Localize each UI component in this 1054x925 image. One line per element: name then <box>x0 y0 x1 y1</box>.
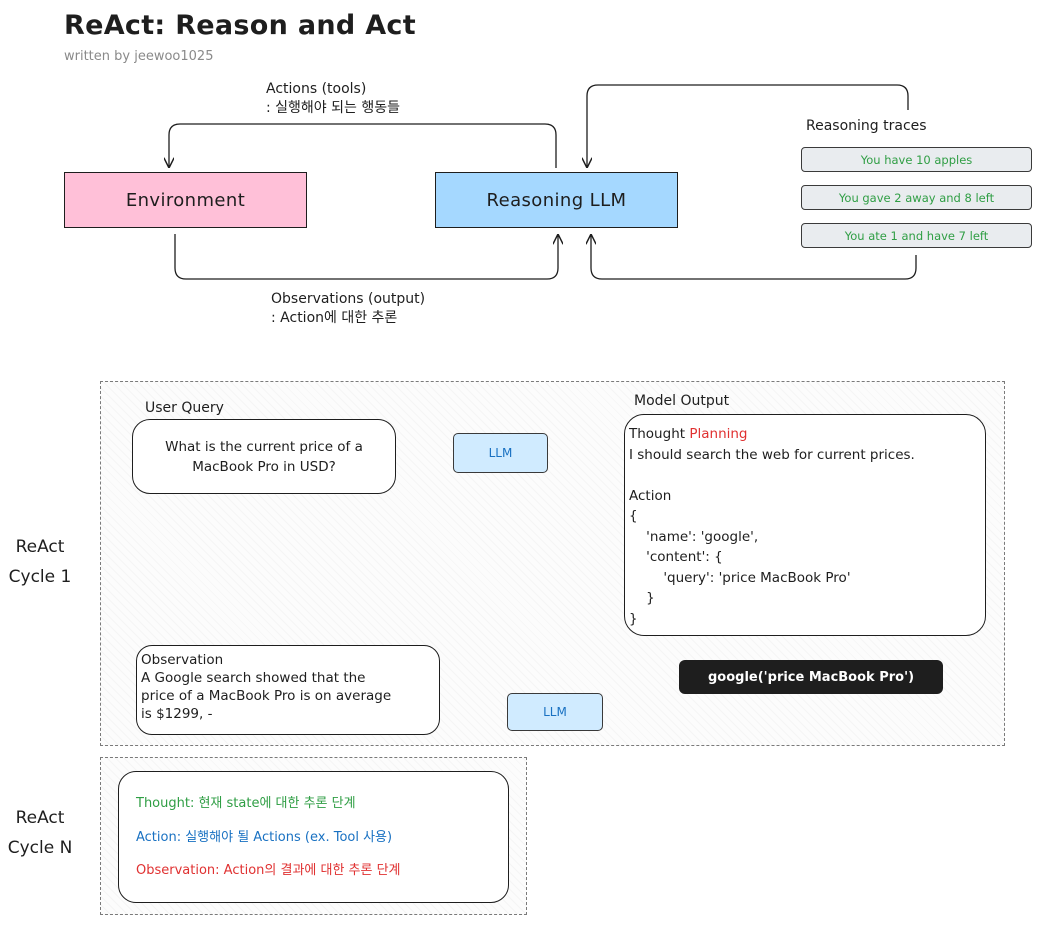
observations-label-line-1: Observations (output) <box>271 291 426 307</box>
cycle-n-side-label-line-2: Cycle N <box>7 838 73 858</box>
cycle-n-box: Thought: 현재 state에 대한 추론 단계 Action: 실행해야… <box>118 771 509 903</box>
cycle-1-side-label-line-1: ReAct <box>15 537 65 557</box>
output-line-6: 'content': { <box>629 549 723 565</box>
reasoning-top-arrow <box>587 84 909 168</box>
page-title: ReAct: Reason and Act <box>64 10 416 41</box>
actions-label-line-2: : 실행해야 되는 행동들 <box>266 100 400 116</box>
model-output-label: Model Output <box>634 393 730 409</box>
cycle-n-thought: Thought: 현재 state에 대한 추론 단계 <box>136 796 356 811</box>
reasoning-trace-3: You ate 1 and have 7 left <box>801 223 1032 248</box>
thought-word: Thought <box>629 426 686 442</box>
reasoning-traces-title: Reasoning traces <box>806 118 927 134</box>
observation-line-2: A Google search showed that the <box>141 670 366 686</box>
output-line-1: I should search the web for current pric… <box>629 446 915 463</box>
observation-line-3: price of a MacBook Pro is on average <box>141 688 392 704</box>
observation-line-4: is $1299, - <box>141 706 213 722</box>
cycle-n-side-label: ReAct Cycle N <box>4 803 76 863</box>
observations-label-line-2: : Action에 대한 추론 <box>271 310 398 326</box>
user-query-box: What is the current price of a MacBook P… <box>132 419 396 494</box>
reasoning-bottom-arrow <box>591 234 917 280</box>
output-line-4: { <box>629 508 638 524</box>
llm-pill-2: LLM <box>507 693 603 731</box>
cycle-n-side-label-line-1: ReAct <box>15 808 65 828</box>
output-line-8: } <box>629 590 655 606</box>
output-line-5: 'name': 'google', <box>629 528 759 545</box>
user-query-line-1: What is the current price of a <box>165 438 363 455</box>
output-line-3: Action <box>629 487 672 504</box>
cycle-1-side-label: ReAct Cycle 1 <box>4 532 76 592</box>
page-subtitle: written by jeewoo1025 <box>64 49 214 64</box>
output-line-9: } <box>629 610 638 627</box>
observations-label: Observations (output) : Action에 대한 추론 <box>271 290 425 328</box>
actions-label-line-1: Actions (tools) <box>266 81 367 97</box>
user-query-label: User Query <box>145 400 224 416</box>
reasoning-llm-box: Reasoning LLM <box>435 172 678 228</box>
cycle-n-action: Action: 실행해야 될 Actions (ex. Tool 사용) <box>136 830 393 845</box>
reasoning-trace-2: You gave 2 away and 8 left <box>801 185 1032 210</box>
tool-call-badge: google('price MacBook Pro') <box>679 660 943 694</box>
reasoning-trace-1: You have 10 apples <box>801 147 1032 172</box>
planning-word: Planning <box>689 426 748 442</box>
observation-box: Observation A Google search showed that … <box>136 645 440 735</box>
output-line-7: 'query': 'price MacBook Pro' <box>629 569 851 586</box>
actions-arrow <box>169 123 557 168</box>
observations-arrow <box>174 234 558 280</box>
cycle-n-observation: Observation: Action의 결과에 대한 추론 단계 <box>136 863 401 878</box>
environment-box: Environment <box>64 172 307 228</box>
thought-line: Thought Planning <box>629 426 985 447</box>
actions-label: Actions (tools) : 실행해야 되는 행동들 <box>266 80 400 118</box>
cycle-1-side-label-line-2: Cycle 1 <box>8 567 72 587</box>
output-line-2 <box>629 467 985 488</box>
model-output-box: Thought Planning I should search the web… <box>624 414 986 636</box>
observation-line-1: Observation <box>141 652 224 668</box>
user-query-line-2: MacBook Pro in USD? <box>192 458 336 475</box>
llm-pill-1: LLM <box>453 433 548 473</box>
